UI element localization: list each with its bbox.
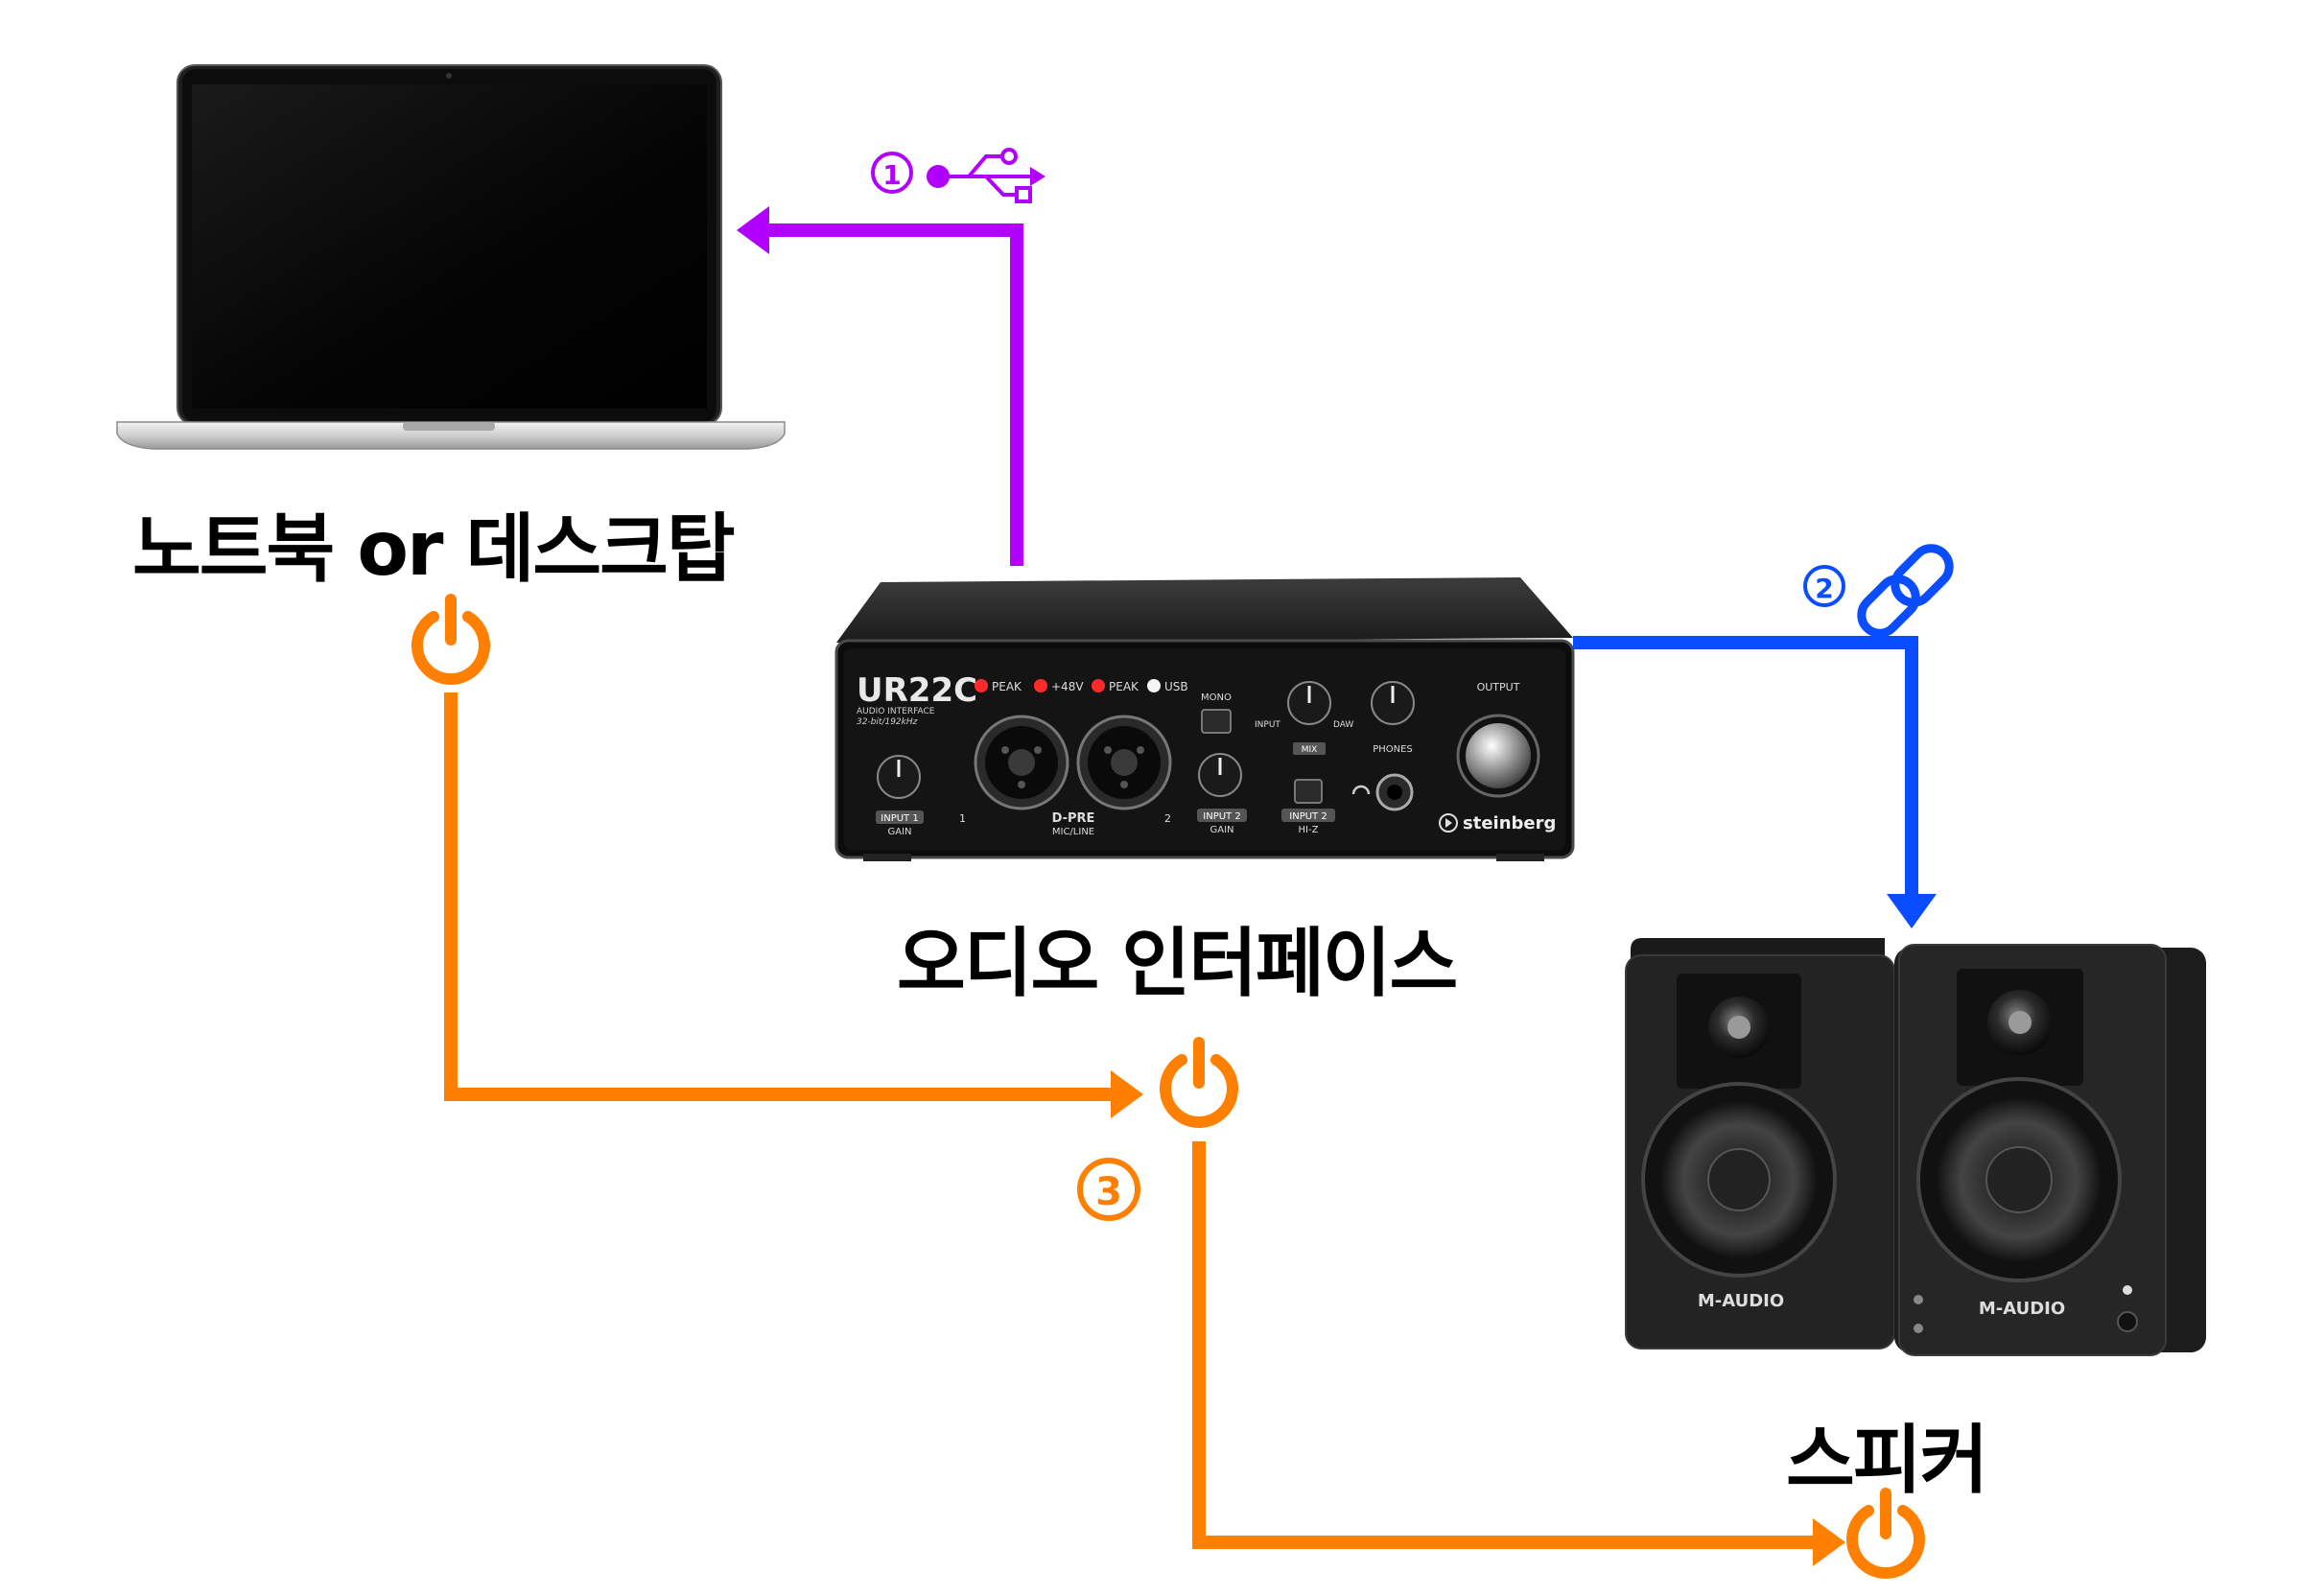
speaker-right: M-AUDIO [1894, 944, 2206, 1356]
combo-jack-1 [974, 715, 1069, 810]
interface-spec: 32-bit/192kHz [857, 717, 918, 727]
speaker-brand-left: M-AUDIO [1698, 1291, 1784, 1311]
gain-knob-2 [1198, 753, 1242, 797]
peak-led-1 [975, 679, 988, 692]
power-arrowhead-1 [1111, 1070, 1143, 1118]
step-badge-3: 3 [1077, 1158, 1140, 1221]
speakers-illustration: M-AUDIO M-AUDIO [1625, 938, 2206, 1356]
power-arrowhead-2 [1813, 1518, 1845, 1566]
mix-label: MIX [1302, 745, 1318, 755]
power-line-interface-to-speaker [1192, 1141, 1815, 1549]
step-badge-1: 1 [871, 152, 913, 194]
input2-label: INPUT 2 [1203, 811, 1240, 822]
link-icon [1857, 544, 1954, 638]
power-icon [1160, 1037, 1238, 1128]
interface-subtitle: AUDIO INTERFACE [857, 707, 935, 716]
computer-label: 노트북 or 데스크탑 [132, 506, 736, 593]
interface-model-label: UR22C [857, 671, 977, 710]
output-knob [1456, 714, 1540, 798]
step-number-1: 1 [882, 159, 901, 191]
phones-label: PHONES [1373, 744, 1413, 755]
peak-led-2 [1092, 679, 1105, 692]
combo-jack-2 [1076, 715, 1172, 810]
audio-connection-line [1573, 636, 1918, 897]
channel2-label: 2 [1164, 812, 1171, 825]
phantom-label: +48V [1051, 680, 1084, 693]
phantom-led [1034, 679, 1047, 692]
channel1-label: 1 [959, 812, 966, 825]
hiz-switch [1294, 779, 1323, 804]
headphone-icon [1351, 785, 1371, 795]
step-badge-2: 2 [1803, 565, 1845, 607]
interface-label: 오디오 인터페이스 [897, 921, 1458, 1007]
mono-switch [1201, 709, 1232, 734]
power-line-computer-to-interface [444, 692, 1113, 1101]
brand-label: steinberg [1463, 813, 1556, 833]
speaker-left: M-AUDIO [1625, 938, 1895, 1350]
power-icon [411, 594, 490, 685]
gain-knob-1 [877, 755, 921, 799]
audio-arrowhead [1887, 894, 1937, 928]
step-number-3: 3 [1095, 1170, 1122, 1214]
input1-label: INPUT 1 [881, 813, 918, 824]
gain2-label: GAIN [1210, 825, 1233, 835]
mix-knob [1287, 681, 1331, 725]
output-label: OUTPUT [1477, 681, 1520, 693]
mono-label: MONO [1201, 692, 1232, 703]
steinberg-logo-icon [1439, 813, 1458, 833]
phones-knob [1371, 681, 1415, 725]
usb-icon [927, 148, 1045, 203]
dpre-label: D-PRE [1052, 811, 1095, 826]
mix-daw-label: DAW [1333, 720, 1353, 730]
mix-input-label: INPUT [1255, 720, 1280, 730]
speaker-label: 스피커 [1786, 1418, 1988, 1504]
usb-led [1147, 679, 1161, 692]
gain1-label: GAIN [887, 827, 911, 837]
usb-connection-line [767, 223, 1023, 566]
hiz-label: HI-Z [1299, 825, 1319, 835]
usb-led-label: USB [1164, 680, 1188, 693]
usb-arrowhead [737, 206, 769, 254]
power-icon [1846, 1488, 1925, 1579]
micline-label: MIC/LINE [1052, 827, 1094, 837]
audio-interface-illustration: UR22C AUDIO INTERFACE 32-bit/192kHz PEAK… [834, 577, 1575, 861]
step-number-2: 2 [1815, 573, 1833, 604]
peak-label-2: PEAK [1109, 680, 1139, 693]
peak-label-1: PEAK [992, 680, 1022, 693]
laptop-illustration [116, 64, 786, 450]
input2-hiz-label: INPUT 2 [1289, 811, 1327, 822]
speaker-brand-right: M-AUDIO [1979, 1299, 2065, 1319]
